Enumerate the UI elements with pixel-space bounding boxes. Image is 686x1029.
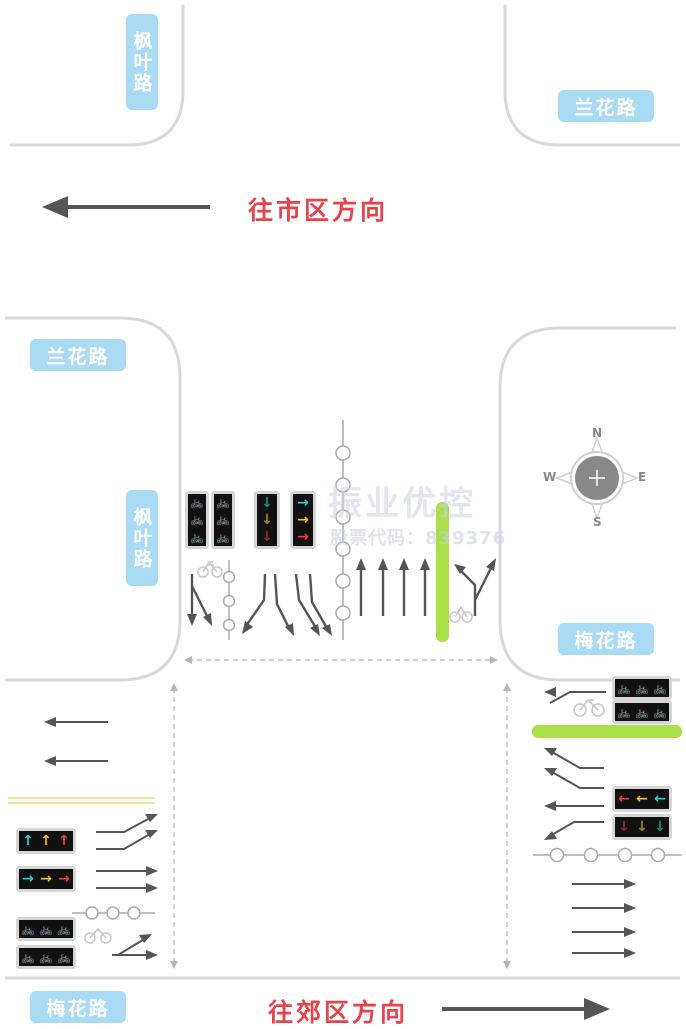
signal-north-straight: ↓↓↓	[254, 491, 280, 549]
north-arrow-heads	[187, 558, 496, 636]
signal-west-straight: ↑↑↑	[16, 828, 76, 854]
signal-north-left: →→→	[290, 491, 316, 549]
compass-east-label: E	[638, 470, 647, 484]
signal-north-bike-1: 🚲🚲🚲	[185, 491, 209, 549]
signal-west-bike-1: 🚲🚲🚲	[16, 917, 76, 941]
signal-poles	[72, 420, 682, 920]
curb-top-left	[10, 5, 185, 147]
west-approach-arrows	[52, 721, 151, 956]
signal-north-bike-2: 🚲🚲🚲	[211, 491, 235, 549]
road-label-fengye-top: 枫叶路	[126, 14, 158, 110]
east-approach-arrows	[549, 691, 628, 954]
north-approach-arrows	[190, 565, 494, 631]
bike-lane-north	[436, 502, 449, 642]
signal-east-straight: ↓↓↓	[612, 814, 672, 840]
signal-east-bike-1: 🚲🚲🚲	[612, 676, 672, 700]
signal-east-bike-2: 🚲🚲🚲	[612, 700, 672, 724]
direction-to-city: 往市区方向	[248, 196, 389, 225]
signal-west-right: →→→	[16, 866, 76, 892]
road-label-fengye-mid: 枫叶路	[126, 490, 158, 586]
curb-mid-left	[5, 316, 182, 682]
curb-mid-right	[498, 326, 680, 682]
watermark-code: 股票代码：839376	[330, 528, 507, 549]
curb-top-right	[503, 5, 680, 147]
watermark-brand: 振业优控	[328, 484, 476, 524]
compass-north-label: N	[592, 426, 603, 440]
bike-lane-east	[532, 725, 682, 738]
bicycle-marks	[84, 560, 605, 944]
road-label-meihua-right: 梅花路	[558, 623, 654, 655]
compass-south-label: S	[593, 515, 602, 529]
road-label-lanhua-top-right: 兰花路	[558, 90, 654, 122]
road-label-lanhua-mid-left: 兰花路	[30, 339, 126, 371]
compass-west-label: W	[543, 470, 557, 484]
compass-rose	[554, 435, 640, 521]
signal-east-left: ←←←	[612, 786, 672, 812]
signal-west-bike-2: 🚲🚲🚲	[16, 945, 76, 969]
direction-to-suburb: 往郊区方向	[268, 998, 409, 1027]
road-label-meihua-bottom: 梅花路	[30, 991, 126, 1023]
